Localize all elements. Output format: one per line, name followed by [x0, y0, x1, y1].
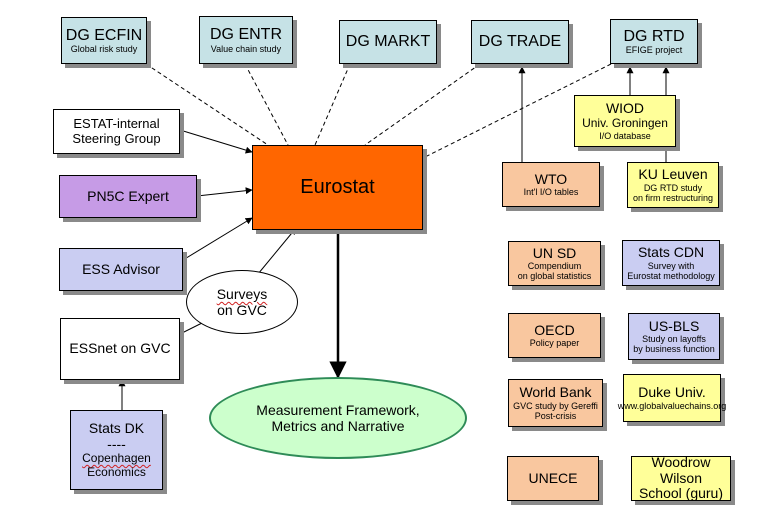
dg-trade-title: DG TRADE	[478, 33, 562, 51]
us-bls-sub1: Study on layoffs	[642, 334, 706, 345]
wto-box: WTO Int'l I/O tables	[502, 162, 600, 207]
world-bank-sub2: Post-crisis	[534, 410, 577, 421]
link-essadvisor	[182, 217, 253, 261]
dg-ecfin-box: DG ECFIN Global risk study	[61, 17, 147, 64]
link-estat	[179, 129, 253, 154]
dg-ecfin-sub: Global risk study	[70, 44, 138, 55]
link-rtd	[422, 63, 612, 159]
dg-entr-sub: Value chain study	[210, 43, 282, 54]
dg-entr-box: DG ENTR Value chain study	[199, 16, 293, 64]
wiod-sub1: Univ. Groningen	[582, 116, 668, 131]
measurement-framework-ellipse: Measurement Framework, Metrics and Narra…	[209, 377, 467, 459]
essnet-title: ESSnet on GVC	[69, 340, 171, 357]
un-sd-box: UN SD Compendium on global statistics	[508, 241, 601, 286]
wto-sub: Int'l I/O tables	[523, 187, 579, 198]
wiod-box: WIOD Univ. Groningen I/O database	[574, 95, 676, 147]
oecd-box: OECD Policy paper	[508, 313, 601, 358]
dg-markt-box: DG MARKT	[339, 20, 437, 64]
measurement-line2: Metrics and Narrative	[271, 418, 405, 434]
stats-dk-line2: ----	[107, 435, 126, 452]
un-sd-title: UN SD	[532, 244, 577, 261]
estat-line1: ESTAT-internal	[73, 115, 160, 131]
oecd-sub: Policy paper	[529, 338, 580, 349]
wiod-sub2: I/O database	[599, 130, 651, 141]
unece-title: UNECE	[528, 469, 578, 486]
ku-leuven-box: KU Leuven DG RTD study on firm restructu…	[627, 162, 719, 208]
unece-box: UNECE	[507, 456, 599, 501]
us-bls-sub2: by business function	[633, 344, 715, 355]
stats-dk-line4: Economics	[87, 464, 146, 479]
eurostat-box: Eurostat	[252, 145, 423, 230]
stats-cdn-sub2: Eurostat methodology	[627, 270, 715, 281]
link-trade	[364, 63, 481, 146]
eurostat-title: Eurostat	[300, 176, 375, 199]
dg-rtd-title: DG RTD	[623, 27, 685, 45]
world-bank-box: World Bank GVC study by Gereffi Post-cri…	[508, 379, 603, 427]
surveys-line1: Surveys	[216, 286, 268, 302]
un-sd-sub2: on global statistics	[517, 271, 592, 282]
link-markt	[314, 63, 351, 146]
ess-advisor-box: ESS Advisor	[59, 248, 183, 291]
estat-steering-box: ESTAT-internal Steering Group	[53, 109, 180, 154]
ess-advisor-title: ESS Advisor	[82, 260, 160, 277]
link-ecfin	[145, 63, 269, 146]
pn5c-title: PN5C Expert	[87, 187, 169, 204]
ku-leuven-sub1: DG RTD study	[643, 182, 703, 193]
stats-dk-box: Stats DK ---- Copenhagen Economics	[70, 410, 163, 490]
us-bls-box: US-BLS Study on layoffs by business func…	[628, 313, 720, 360]
stats-dk-line3: Copenhagen	[82, 451, 151, 466]
oecd-title: OECD	[534, 321, 575, 338]
duke-sub: www.globalvaluechains.org	[617, 400, 727, 411]
woodrow-wilson-box: Woodrow Wilson School (guru)	[631, 454, 731, 502]
dg-rtd-box: DG RTD EFIGE project	[610, 19, 698, 64]
measurement-line1: Measurement Framework,	[256, 402, 420, 418]
dg-trade-box: DG TRADE	[471, 20, 569, 64]
woodrow-line2: School (guru)	[638, 485, 724, 502]
un-sd-sub1: Compendium	[527, 261, 582, 272]
link-entr	[244, 63, 289, 146]
surveys-gvc-ellipse: Surveys on GVC	[186, 270, 298, 334]
pn5c-expert-box: PN5C Expert	[59, 175, 197, 218]
stats-dk-line1: Stats DK	[88, 419, 145, 436]
duke-title: Duke Univ.	[638, 384, 706, 401]
essnet-gvc-box: ESSnet on GVC	[60, 318, 180, 380]
link-surveys	[257, 227, 297, 275]
stats-cdn-title: Stats CDN	[637, 244, 705, 261]
world-bank-title: World Bank	[519, 384, 592, 401]
dg-entr-title: DG ENTR	[210, 26, 282, 43]
woodrow-line1: Woodrow Wilson	[651, 454, 711, 486]
estat-line2: Steering Group	[72, 130, 161, 146]
wto-title: WTO	[534, 170, 568, 187]
stats-cdn-box: Stats CDN Survey with Eurostat methodolo…	[622, 240, 720, 286]
stats-cdn-sub1: Survey with	[647, 260, 695, 271]
ku-leuven-sub2: on firm restructuring	[632, 192, 714, 203]
wiod-title: WIOD	[605, 100, 645, 117]
us-bls-title: US-BLS	[648, 317, 700, 334]
ku-leuven-title: KU Leuven	[638, 166, 708, 183]
surveys-line2: on GVC	[217, 302, 267, 318]
link-pn5c	[196, 187, 253, 197]
dg-ecfin-title: DG ECFIN	[65, 26, 143, 44]
duke-univ-box: Duke Univ. www.globalvaluechains.org	[618, 374, 726, 422]
dg-rtd-sub: EFIGE project	[625, 45, 683, 56]
world-bank-sub1: GVC study by Gereffi	[513, 400, 598, 411]
dg-markt-title: DG MARKT	[345, 33, 431, 51]
